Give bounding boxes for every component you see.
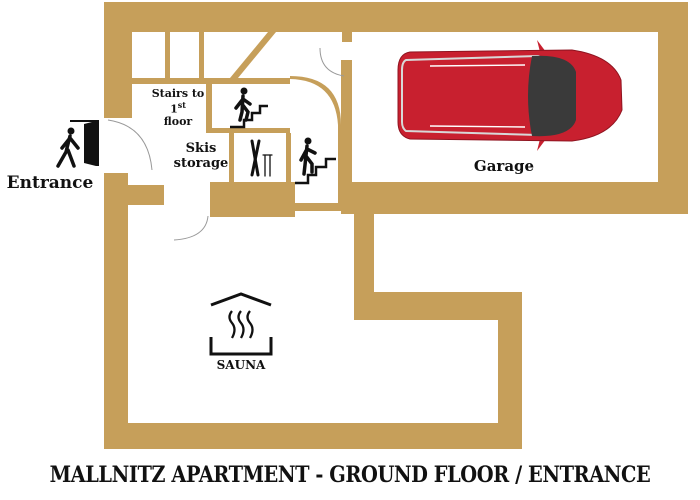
person-climbing-stairs-icon xyxy=(295,137,336,185)
stairs-label-line1: Stairs to xyxy=(151,87,205,100)
skis-storage-label: Skis storage xyxy=(168,141,234,172)
page-title: MALLNITZ APARTMENT - GROUND FLOOR / ENTR… xyxy=(49,462,651,488)
garage-label: Garage xyxy=(473,157,535,175)
stairs-label-line3: floor xyxy=(163,114,193,128)
stairs-label-line2: 1st xyxy=(147,99,209,116)
person-climbing-stairs-icon xyxy=(230,87,268,129)
skis-label-line1: Skis xyxy=(185,141,217,156)
stairs-label: Stairs to 1st floor xyxy=(147,87,209,129)
skis-icon xyxy=(250,139,273,177)
skis-label-line2: storage xyxy=(173,155,229,171)
person-entering-door-icon xyxy=(56,120,99,168)
walls xyxy=(104,2,688,449)
entrance-label: Entrance xyxy=(6,173,94,193)
car-icon xyxy=(397,40,623,151)
door-swings xyxy=(107,47,345,241)
stairs-ordinal-suffix: st xyxy=(177,99,186,110)
sauna-label: SAUNA xyxy=(216,358,266,372)
stairs-ordinal: 1 xyxy=(170,102,178,116)
floor-plan xyxy=(56,2,688,449)
sauna-icon xyxy=(209,292,273,356)
